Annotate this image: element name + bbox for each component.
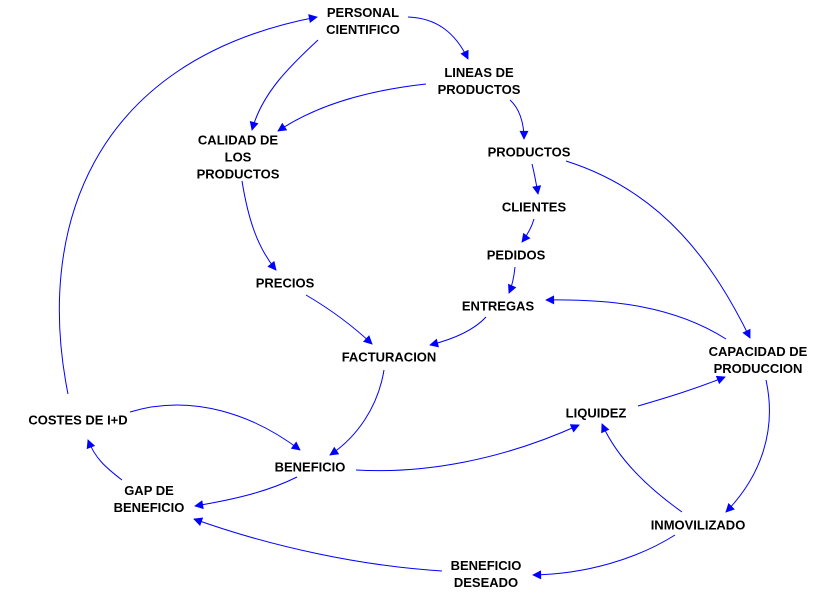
edge-liquidez-to-capacidad-de-produccion — [637, 375, 726, 407]
node-label-line: CLIENTES — [501, 199, 567, 215]
node-label-line: BENEFICIO — [113, 500, 185, 515]
edge-gap-de-beneficio-to-costes-id — [86, 439, 123, 481]
node-label-line: GAP DE — [124, 483, 174, 498]
node-label-line: PRODUCTOS — [487, 144, 571, 160]
edge-personal-cientifico-to-calidad-de-los-productos — [249, 39, 319, 131]
node-label-line: LOS — [224, 149, 252, 165]
node-inmovilizado: INMOVILIZADO — [651, 517, 746, 534]
node-costes-id: COSTES DE I+D — [28, 412, 127, 429]
edge-productos-to-capacidad-de-produccion — [565, 160, 751, 339]
edge-pedidos-to-entregas — [508, 266, 517, 294]
edge-costes-id-to-beneficio — [129, 404, 301, 451]
node-beneficio: BENEFICIO — [275, 459, 346, 476]
node-label-line: LIQUIDEZ — [565, 405, 627, 421]
node-beneficio-deseado: BENEFICIO DESEADO — [451, 557, 522, 591]
node-label-line: PRODUCTOS — [437, 82, 521, 97]
node-label-line: ENTREGAS — [461, 298, 535, 314]
edge-calidad-de-los-productos-to-precios — [241, 180, 277, 271]
edge-lineas-de-productos-to-productos — [509, 99, 529, 140]
edge-entregas-to-facturacion — [429, 316, 487, 348]
node-label-line: PRODUCCION — [713, 361, 803, 376]
edge-lineas-de-productos-to-calidad-de-los-productos — [277, 83, 427, 132]
node-label-line: INMOVILIZADO — [650, 517, 746, 533]
node-label-line: CAPACIDAD DE — [708, 344, 808, 359]
node-label-line: CIENTIFICO — [326, 22, 400, 37]
node-clientes: CLIENTES — [502, 199, 566, 216]
node-label-line: FACTURACION — [341, 349, 437, 365]
node-label-line: PRODUCTOS — [196, 166, 280, 182]
node-label-line: DESEADO — [453, 575, 519, 590]
node-capacidad-de-produccion: CAPACIDAD DE PRODUCCION — [709, 343, 808, 377]
edge-inmovilizado-to-liquidez — [601, 423, 683, 513]
node-label-line: PEDIDOS — [486, 247, 546, 263]
edge-productos-to-clientes — [531, 163, 542, 195]
edge-beneficio-to-gap-de-beneficio — [194, 476, 298, 510]
node-label-line: CALIDAD DE — [197, 132, 279, 148]
node-entregas: ENTREGAS — [462, 298, 534, 315]
node-label-line: BENEFICIO — [274, 459, 346, 475]
node-gap-de-beneficio: GAP DE BENEFICIO — [114, 482, 185, 516]
node-liquidez: LIQUIDEZ — [566, 405, 627, 422]
node-label-line: PERSONAL — [326, 5, 400, 20]
node-label-line: COSTES DE I+D — [28, 412, 128, 428]
edge-personal-cientifico-to-lineas-de-productos — [407, 16, 469, 60]
edge-capacidad-de-produccion-to-inmovilizado — [725, 379, 770, 513]
node-label-line: PRECIOS — [255, 275, 315, 291]
node-precios: PRECIOS — [256, 275, 315, 292]
edge-capacidad-de-produccion-to-entregas — [545, 295, 727, 340]
node-pedidos: PEDIDOS — [487, 247, 546, 264]
edge-clientes-to-pedidos — [521, 218, 535, 243]
node-facturacion: FACTURACION — [342, 349, 437, 366]
edge-inmovilizado-to-beneficio-deseado — [532, 534, 676, 580]
edge-beneficio-deseado-to-gap-de-beneficio — [193, 517, 443, 572]
node-lineas-de-productos: LINEAS DE PRODUCTOS — [438, 64, 521, 98]
edge-facturacion-to-beneficio — [329, 369, 385, 456]
node-personal-cientifico: PERSONAL CIENTIFICO — [326, 4, 400, 38]
edge-precios-to-facturacion — [305, 294, 373, 345]
edge-costes-id-to-personal-cientifico — [58, 14, 318, 395]
node-productos: PRODUCTOS — [488, 144, 571, 161]
node-label-line: LINEAS DE — [444, 65, 514, 80]
node-label-line: BENEFICIO — [450, 558, 522, 573]
edge-beneficio-to-liquidez — [355, 424, 580, 472]
